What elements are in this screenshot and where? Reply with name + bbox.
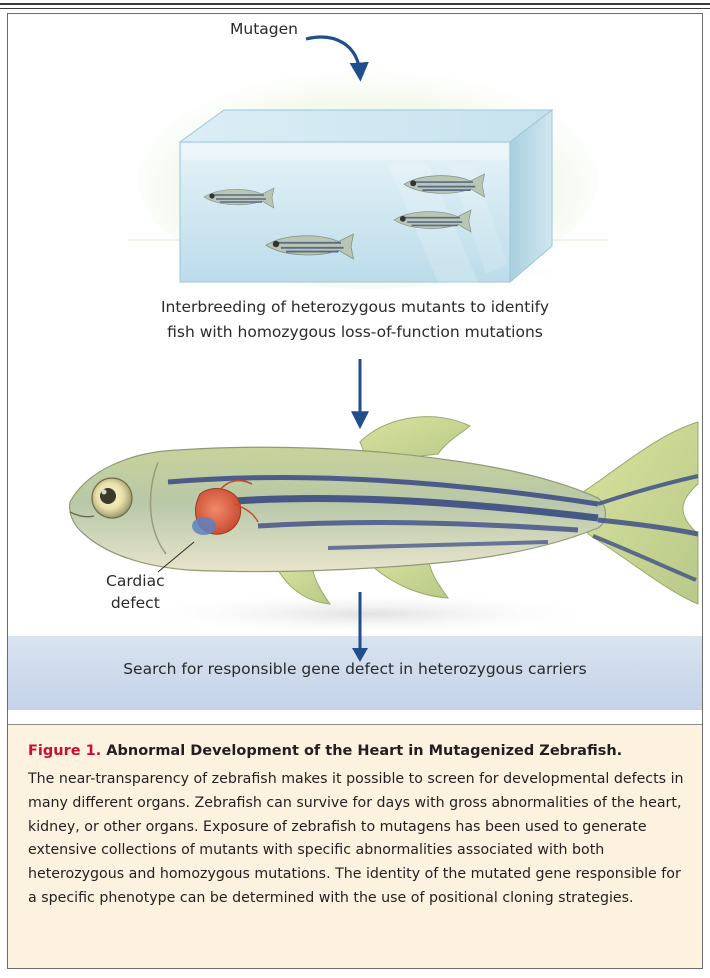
top-rule-thin (0, 8, 710, 9)
interbreeding-line-1: Interbreeding of heterozygous mutants to… (8, 295, 702, 320)
caption-body: The near-transparency of zebrafish makes… (28, 768, 690, 911)
figure-caption: Figure 1. Abnormal Development of the He… (8, 724, 702, 968)
figure-number: Figure 1. (28, 743, 101, 759)
caption-title: Abnormal Development of the Heart in Mut… (106, 743, 622, 759)
figure-frame: Mutagen Interbreeding of heterozygous mu… (7, 13, 703, 969)
figure-illustration (8, 14, 702, 724)
cardiac-line-2: defect (106, 592, 165, 614)
interbreeding-label: Interbreeding of heterozygous mutants to… (8, 295, 702, 345)
top-rule (0, 3, 710, 5)
interbreeding-line-2: fish with homozygous loss-of-function mu… (8, 320, 702, 345)
cardiac-defect-label: Cardiac defect (106, 570, 165, 614)
cardiac-line-1: Cardiac (106, 570, 165, 592)
search-label: Search for responsible gene defect in he… (8, 660, 702, 678)
mutagen-label: Mutagen (230, 20, 298, 38)
mutagen-arrow (306, 37, 360, 74)
caption-title-line: Figure 1. Abnormal Development of the He… (28, 741, 688, 761)
